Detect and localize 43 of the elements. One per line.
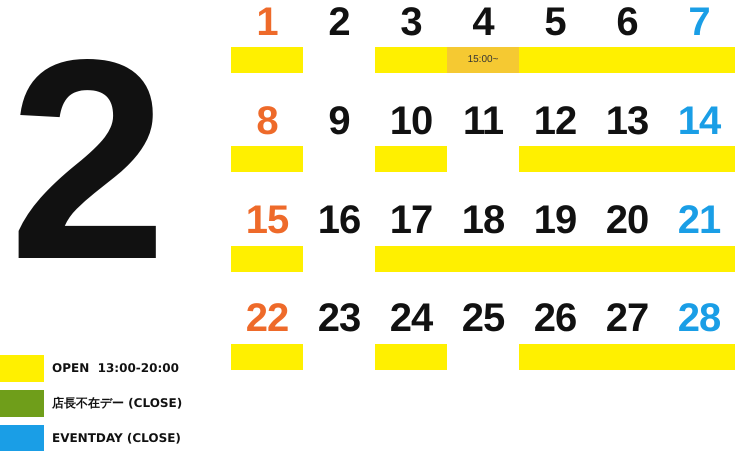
open-bar — [375, 47, 735, 73]
open-bar — [231, 344, 303, 370]
open-bar — [231, 246, 303, 272]
day-number: 9 — [327, 99, 351, 143]
day-number: 17 — [388, 198, 434, 242]
open-bar — [375, 146, 447, 172]
day-number: 26 — [532, 296, 578, 340]
day-number: 16 — [316, 198, 362, 242]
day-number: 6 — [615, 0, 639, 44]
day-number: 23 — [316, 296, 362, 340]
day-number: 21 — [676, 198, 722, 242]
open-bar — [231, 146, 303, 172]
day-number: 14 — [676, 99, 722, 143]
day-number: 22 — [244, 296, 290, 340]
legend-label: EVENTDAY (CLOSE) — [52, 430, 181, 447]
day-number: 8 — [255, 99, 279, 143]
day-number: 11 — [462, 99, 504, 143]
day-number: 10 — [388, 99, 434, 143]
time-note: 15:00~ — [447, 47, 519, 73]
day-number: 25 — [460, 296, 506, 340]
month-number: 2 — [8, 18, 168, 303]
day-number: 12 — [532, 99, 578, 143]
open-bar — [375, 246, 735, 272]
open-bar — [519, 146, 735, 172]
day-number: 18 — [460, 198, 506, 242]
day-number: 2 — [327, 0, 351, 44]
day-number: 15 — [244, 198, 290, 242]
day-number: 1 — [255, 0, 279, 44]
day-number: 13 — [604, 99, 650, 143]
day-number: 27 — [604, 296, 650, 340]
legend-label: OPEN 13:00-20:00 — [52, 360, 179, 377]
open-bar — [519, 344, 735, 370]
day-number: 28 — [676, 296, 722, 340]
day-number: 3 — [399, 0, 423, 44]
day-number: 4 — [471, 0, 496, 44]
day-number: 5 — [543, 0, 567, 44]
open-bar — [231, 47, 303, 73]
day-number: 7 — [687, 0, 711, 44]
day-number: 20 — [604, 198, 650, 242]
legend-label: 店長不在デー (CLOSE) — [52, 395, 182, 412]
day-number: 19 — [532, 198, 578, 242]
day-number: 24 — [388, 296, 434, 340]
open-bar — [375, 344, 447, 370]
